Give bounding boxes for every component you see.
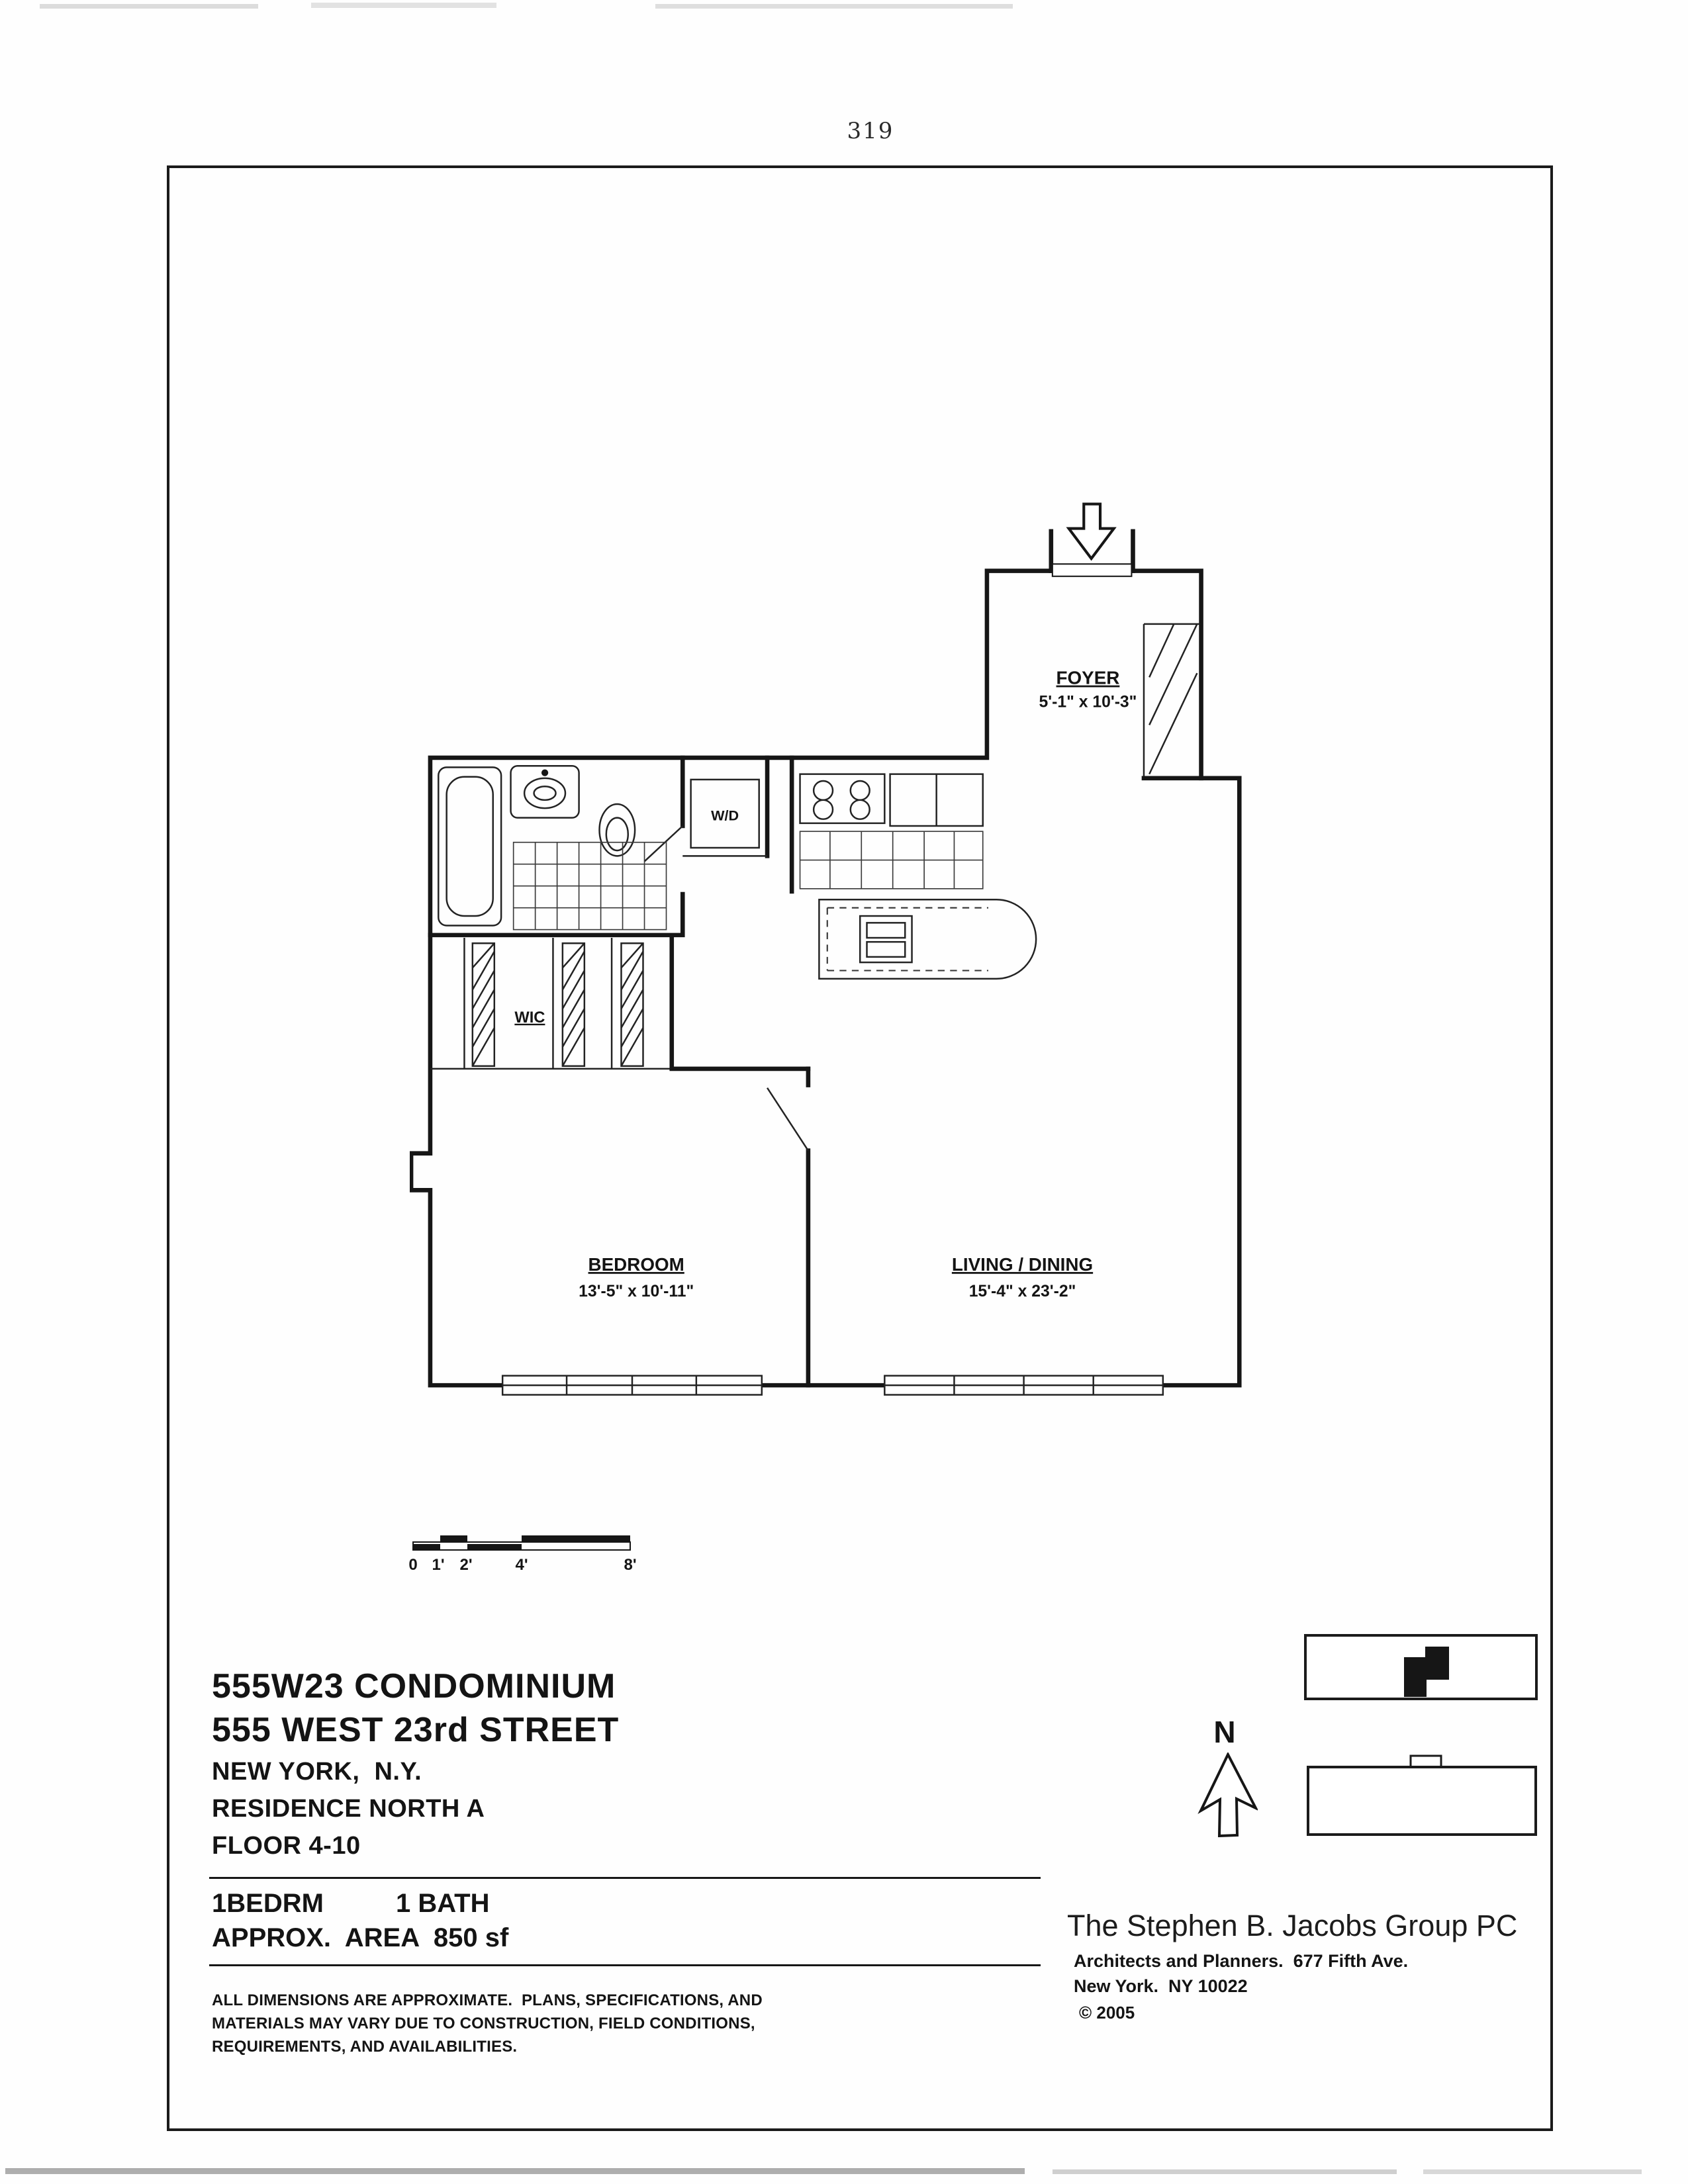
sheet-border [167,165,1553,2131]
scale-label-4: 4' [515,1556,528,1574]
disclaimer-line-1: ALL DIMENSIONS ARE APPROXIMATE. PLANS, S… [212,1991,763,2009]
foyer-closet [1141,623,1203,781]
wic-closet-doors [430,935,811,1071]
foyer-label: FOYER [1056,668,1120,688]
bathroom-sink [510,765,580,819]
floor-line: FLOOR 4-10 [212,1832,361,1860]
divider-line-lower [209,1964,1041,1966]
north-arrow-icon [1197,1752,1258,1837]
living-dining-dimension: 15'-4" x 23'-2" [969,1283,1076,1300]
bedroom-window [501,1375,763,1396]
key-plan-upper [1304,1634,1538,1700]
scale-bar: 0 1' 2' 4' 8' [408,1535,637,1574]
scan-artifact-bottom [5,2168,1025,2174]
living-dining-label: LIVING / DINING [952,1254,1093,1275]
entry-arrow-icon [1066,502,1117,561]
scale-label-0: 0 [408,1556,417,1574]
project-address: 555 WEST 23rd STREET [212,1711,620,1749]
unit-bedrooms: 1BEDRM [212,1889,324,1918]
toilet [598,803,636,857]
project-city: NEW YORK, N.Y. [212,1758,422,1786]
key-plan-lower [1307,1754,1537,1836]
floor-plan: W/D [410,502,1242,1396]
unit-area: APPROX. AREA 850 sf [212,1923,509,1952]
stove [799,773,886,825]
scale-bar-graphic [412,1535,631,1551]
wic-label: WIC [514,1009,545,1026]
north-label: N [1213,1715,1236,1749]
disclaimer-line-2: MATERIALS MAY VARY DUE TO CONSTRUCTION, … [212,2015,755,2032]
bedroom-label: BEDROOM [588,1254,684,1275]
scan-artifact-top-3 [655,4,1013,9]
scan-artifact-bottom-3 [1423,2169,1642,2174]
kitchen-sink [859,915,913,964]
scale-label-8: 8' [624,1556,636,1574]
divider-line-upper [209,1877,1041,1879]
wd-label: W/D [711,807,739,824]
kitchen-island [818,899,1037,980]
copyright-notice: © 2005 [1079,2003,1135,2023]
refrigerator [889,773,984,827]
bedroom-dimension: 13'-5" x 10'-11" [579,1283,694,1300]
scan-artifact-top [40,4,258,9]
kitchen-counter [799,831,984,889]
project-title: 555W23 CONDOMINIUM [212,1667,616,1706]
scale-label-2: 2' [459,1556,472,1574]
scan-artifact-top-2 [311,3,496,8]
bathtub [438,766,502,927]
residence-line: RESIDENCE NORTH A [212,1795,485,1823]
bathroom-walls [428,755,685,938]
page-number: 319 [847,118,894,144]
washer-dryer-closet: W/D [682,755,770,858]
unit-summary-row: 1BEDRM 1 BATH [212,1889,808,1922]
scan-artifact-bottom-2 [1053,2169,1397,2174]
architect-address-line-2: New York. NY 10022 [1074,1976,1248,1996]
foyer-dimension: 5'-1" x 10'-3" [1039,694,1137,711]
disclaimer-line-3: REQUIREMENTS, AND AVAILABILITIES. [212,2038,518,2056]
unit-location-marker [1404,1657,1427,1697]
disclaimer: ALL DIMENSIONS ARE APPROXIMATE. PLANS, S… [212,1989,808,2058]
unit-bathrooms: 1 BATH [396,1889,490,1918]
kitchen-fixtures [789,755,1037,980]
architect-name: The Stephen B. Jacobs Group PC [1067,1909,1518,1942]
bathroom-tile-floor [512,841,667,931]
scale-label-1: 1' [432,1556,444,1574]
exterior-walls [410,529,1242,1388]
living-window [884,1375,1164,1396]
architect-address-line-1: Architects and Planners. 677 Fifth Ave. [1074,1951,1409,1971]
bedroom-wall-and-door [767,1066,811,1388]
